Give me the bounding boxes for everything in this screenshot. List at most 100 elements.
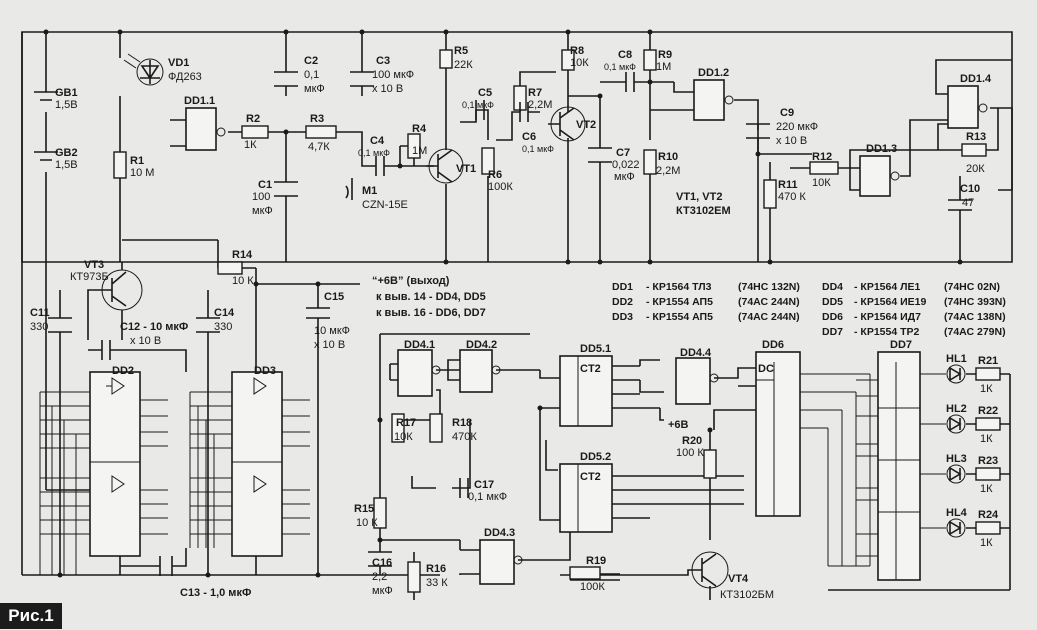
capacitor-c9 — [746, 123, 770, 139]
label-r22-val: 1К — [980, 433, 993, 445]
resistor-r23 — [975, 467, 1001, 481]
parts-dd7-ref: DD7 — [822, 326, 843, 338]
label-vt-note-2: КТ3102ЕМ — [676, 205, 731, 217]
resistor-r2 — [241, 125, 269, 139]
resistor-r8 — [561, 49, 575, 71]
parts-dd5-analog: (74НС 393N) — [944, 296, 1006, 308]
resistor-r19 — [569, 566, 601, 580]
label-r15-val: 10 К — [356, 517, 378, 529]
parts-dd3-ref: DD3 — [612, 311, 633, 323]
battery-gb2 — [34, 151, 58, 161]
label-output-line2: к выв. 16 - DD6, DD7 — [376, 307, 486, 319]
resistor-r21 — [975, 367, 1001, 381]
parts-dd5-part: - КР1564 ИЕ19 — [854, 296, 926, 308]
transistor-vt4 — [691, 551, 729, 589]
label-vt1-ref: VT1 — [456, 163, 476, 175]
resistor-r17 — [391, 413, 405, 443]
capacitor-c2 — [274, 71, 298, 87]
label-vt4-val: КТ3102БМ — [720, 589, 774, 601]
parts-dd1-part: - КР1564 ТЛ3 — [646, 281, 712, 293]
label-dd5-1: DD5.1 — [580, 343, 611, 355]
label-c1-val: 100 — [252, 191, 270, 203]
resistors — [113, 49, 1001, 593]
parts-dd4-part: - КР1564 ЛЕ1 — [854, 281, 920, 293]
label-c16-ref: C16 — [372, 557, 392, 569]
label-output-title: “+6В” (выход) — [372, 275, 450, 287]
capacitor-c15 — [306, 307, 330, 319]
label-r7-ref: R7 — [528, 87, 542, 99]
label-r20-val: 100 К — [676, 447, 704, 459]
parts-list: DD1 - КР1564 ТЛ3 (74НС 132N) DD2 - КР155… — [612, 281, 1006, 338]
label-r5-ref: R5 — [454, 45, 468, 57]
label-r5-val: 22К — [454, 59, 473, 71]
gate-dd4-3 — [479, 539, 515, 585]
led-hl3 — [946, 464, 966, 484]
label-r3-val: 4,7К — [308, 141, 330, 153]
resistor-r11 — [763, 179, 777, 209]
gate-dd4-1 — [397, 349, 433, 397]
photodiode-vd1 — [123, 53, 164, 86]
label-r16-val: 33 К — [426, 577, 448, 589]
label-r2-val: 1К — [244, 139, 257, 151]
label-hl4: HL4 — [946, 507, 968, 519]
label-c8-ref: C8 — [618, 49, 632, 61]
label-dd6-func: DC — [758, 363, 774, 375]
label-dd5-1-func: CT2 — [580, 363, 601, 375]
chip-dd7 — [877, 351, 921, 581]
label-dd1-1: DD1.1 — [184, 95, 215, 107]
dd4-gates — [397, 349, 719, 585]
resistor-r16 — [407, 561, 421, 593]
resistor-r9 — [643, 49, 657, 71]
label-c1-ref: C1 — [258, 179, 272, 191]
label-output-line1: к выв. 14 - DD4, DD5 — [376, 291, 486, 303]
label-c11-ref: C11 — [30, 307, 50, 319]
counter-chips — [559, 355, 613, 533]
label-r8-ref: R8 — [570, 45, 584, 57]
label-c10-val: 47 — [962, 197, 974, 209]
label-dd4-3: DD4.3 — [484, 527, 515, 539]
label-m1-val: CZN-15E — [362, 199, 408, 211]
buffer-chips — [89, 371, 283, 557]
label-r9-ref: R9 — [658, 49, 672, 61]
parts-dd7-part: - КР1554 ТР2 — [854, 326, 920, 338]
gate-dd1-4 — [947, 85, 979, 129]
parts-dd7-analog: (74АС 279N) — [944, 326, 1006, 338]
battery-gb1 — [34, 91, 58, 101]
label-r17-ref: R17 — [396, 417, 416, 429]
label-m1-ref: M1 — [362, 185, 377, 197]
led-hl1 — [946, 364, 966, 384]
label-plus6: +6В — [668, 419, 689, 431]
parts-dd6-ref: DD6 — [822, 311, 843, 323]
label-c17-val: 0,1 мкФ — [468, 491, 507, 503]
label-c16-unit: мкФ — [372, 585, 393, 597]
capacitor-c5 — [475, 100, 485, 120]
label-r3-ref: R3 — [310, 113, 324, 125]
label-r6-val: 100К — [488, 181, 513, 193]
resistor-r22 — [975, 417, 1001, 431]
label-r19-val: 100К — [580, 581, 605, 593]
label-c14-ref: C14 — [214, 307, 235, 319]
capacitor-c1 — [274, 181, 298, 197]
label-c2-ref: C2 — [304, 55, 318, 67]
label-c9-val: 220 мкФ — [776, 121, 818, 133]
capacitor-c10 — [948, 199, 972, 211]
label-r20-ref: R20 — [682, 435, 702, 447]
label-vt-note-1: VT1, VT2 — [676, 191, 722, 203]
gate-dd1-1 — [185, 107, 217, 151]
label-dd4-2: DD4.2 — [466, 339, 497, 351]
label-r9-val: 1М — [656, 61, 671, 73]
capacitor-c11 — [48, 317, 72, 333]
label-dd5-2: DD5.2 — [580, 451, 611, 463]
parts-dd3-part: - КР1554 АП5 — [646, 311, 713, 323]
label-c10-ref: C10 — [960, 183, 980, 195]
label-vd1-val: ФД263 — [168, 71, 202, 83]
label-c15-ref: C15 — [324, 291, 344, 303]
label-c15-val: 10 мкФ — [314, 325, 350, 337]
parts-dd4-analog: (74НС 02N) — [944, 281, 1000, 293]
transistor-vt3 — [100, 269, 143, 311]
label-c13: C13 - 1,0 мкФ — [180, 587, 251, 599]
capacitor-c3 — [350, 71, 374, 87]
label-gb1-ref: GB1 — [55, 87, 78, 99]
label-r17-val: 10К — [394, 431, 413, 443]
